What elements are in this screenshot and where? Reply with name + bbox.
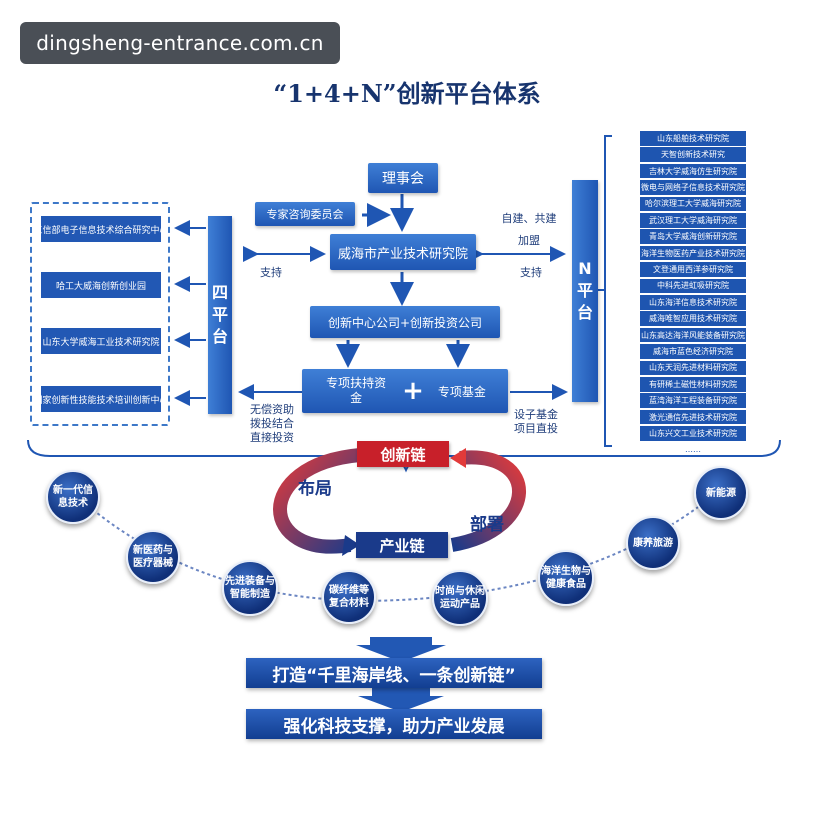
industry-node-marine: 海洋生物与健康食品 <box>538 550 594 606</box>
industry-node-text: 新能源 <box>706 487 736 499</box>
left-platform-panel: 工信部电子信息技术综合研究中心 哈工大威海创新创业园 山东大学威海工业技术研究院… <box>30 202 170 426</box>
industry-node-it: 新一代信息技术 <box>46 470 100 524</box>
industry-node-text: 康养旅游 <box>633 537 673 549</box>
swoop-layout <box>273 448 361 554</box>
industry-node-text: 复合材料 <box>329 598 369 609</box>
layout-label: 布局 <box>298 478 332 499</box>
right-platform-item: 山东船舶技术研究院 <box>640 131 746 146</box>
banner-coastline: 打造“千里海岸线、一条创新链” <box>246 658 542 688</box>
down-arrow-1 <box>356 637 446 662</box>
deploy-label: 部署 <box>470 514 504 535</box>
left-platform-item: 工信部电子信息技术综合研究中心 <box>41 216 161 242</box>
industry-node-medicine: 新医药与医疗器械 <box>126 530 180 584</box>
label-fund-line: 设子基金 <box>514 408 558 421</box>
industry-node-text: 海洋生物与 <box>541 566 591 577</box>
expert-committee-box: 专家咨询委员会 <box>255 202 355 226</box>
left-platform-item: 山东大学威海工业技术研究院 <box>41 328 161 354</box>
label-support-right: 支持 <box>520 266 542 279</box>
industry-node-text: 新一代信 <box>53 485 93 496</box>
industry-node-fashion: 时尚与休闲运动产品 <box>432 570 488 626</box>
bottom-brace <box>27 439 781 473</box>
four-platform-char: 四 <box>211 283 228 302</box>
right-platform-item: 激光通信先进技术研究院 <box>640 409 746 425</box>
industry-chain-tag: 产业链 <box>356 532 448 558</box>
industry-node-text: 时尚与休闲 <box>435 586 485 597</box>
industry-node-text: 医疗器械 <box>133 558 173 569</box>
n-platform-bar: N 平 台 <box>572 180 598 402</box>
label-fund: 设子基金 项目直投 <box>514 408 558 436</box>
industry-node-text: 息技术 <box>58 498 88 509</box>
n-platform-char: N <box>578 259 592 278</box>
four-platform-char: 平 <box>211 305 228 324</box>
companies-box: 创新中心公司+创新投资公司 <box>310 306 500 338</box>
four-platform-bar: 四 平 台 <box>208 216 232 414</box>
innovation-chain-tag: 创新链 <box>357 441 449 467</box>
right-platform-item: 海洋生物医药产业技术研究院 <box>640 245 746 261</box>
watermark: dingsheng-entrance.com.cn <box>20 22 340 64</box>
label-support-left: 支持 <box>260 266 282 279</box>
industry-node-carbon: 碳纤维等复合材料 <box>322 570 376 624</box>
special-fund-box: 专项扶持资金 + 专项基金 <box>302 369 508 413</box>
down-arrow-2 <box>358 688 444 712</box>
special-fund-b-label: 专项基金 <box>437 384 486 399</box>
institute-box: 威海市产业技术研究院 <box>330 234 476 270</box>
council-box: 理事会 <box>368 163 438 193</box>
label-gratis-line: 拨投结合 <box>250 417 294 430</box>
label-gratis-line: 直接投资 <box>250 431 294 444</box>
right-platform-item: 青岛大学威海创新研究院 <box>640 229 746 244</box>
right-platform-item: …… <box>685 445 701 455</box>
right-platform-item: 哈尔滨理工大学威海研究院 <box>640 196 746 212</box>
right-platform-item: 山东兴文工业技术研究院 <box>640 426 746 441</box>
industry-node-equipment: 先进装备与智能制造 <box>222 560 278 616</box>
industry-node-energy: 新能源 <box>694 466 748 520</box>
right-platform-item: 吉林大学威海仿生研究院 <box>640 163 746 179</box>
left-platform-item: 哈工大威海创新创业园 <box>41 272 161 298</box>
label-self-build: 自建、共建 加盟 <box>498 208 560 252</box>
banner-support: 强化科技支撑，助力产业发展 <box>246 709 542 739</box>
industry-node-tourism: 康养旅游 <box>626 516 680 570</box>
right-platform-item: 蓝湾海洋工程装备研究院 <box>640 393 746 408</box>
label-self-build-line: 加盟 <box>518 234 540 247</box>
industry-node-text: 碳纤维等 <box>329 585 369 596</box>
label-gratis: 无偿资助 拨投结合 直接投资 <box>250 403 294 445</box>
label-self-build-line: 自建、共建 <box>501 212 557 225</box>
industry-node-text: 新医药与 <box>133 545 173 556</box>
plus-sign: + <box>402 376 424 406</box>
diagram-title: “1+4+N”创新平台体系 <box>273 79 541 108</box>
industry-node-text: 先进装备与 <box>225 576 275 587</box>
right-platform-item: 微电与网络子信息技术研究院 <box>640 180 746 195</box>
special-fund-a-label: 专项扶持资金 <box>326 376 387 405</box>
right-platform-item: 威海市蓝色经济研究院 <box>640 344 746 359</box>
label-fund-line: 项目直投 <box>514 422 558 435</box>
right-platform-item: 山东海洋信息技术研究院 <box>640 295 746 310</box>
right-platform-item: 威海唯智应用技术研究院 <box>640 311 746 326</box>
n-platform-char: 平 <box>576 281 593 300</box>
right-platform-item: 中科先进虹吸研究院 <box>640 278 746 294</box>
n-platform-char: 台 <box>576 303 593 322</box>
industry-node-text: 运动产品 <box>440 599 480 610</box>
right-platform-item: 山东天润先进材料研究院 <box>640 360 746 376</box>
right-platform-item: 文登通用西洋参研究院 <box>640 262 746 277</box>
industry-node-text: 智能制造 <box>230 589 270 600</box>
right-platform-item: 山东高达海洋风能装备研究院 <box>640 327 746 343</box>
right-platform-panel: 山东船舶技术研究院天智创新技术研究吉林大学威海仿生研究院微电与网络子信息技术研究… <box>614 131 749 454</box>
industry-node-text: 健康食品 <box>546 579 586 590</box>
label-gratis-line: 无偿资助 <box>250 403 294 416</box>
right-platform-item: 武汉理工大学威海研究院 <box>640 213 746 228</box>
four-platform-char: 台 <box>211 327 228 346</box>
swoop-deploy <box>450 450 526 552</box>
left-platform-item: 国家创新性技能技术培训创新中心 <box>41 386 161 412</box>
right-platform-item: 天智创新技术研究 <box>640 147 746 162</box>
right-platform-item: 有研稀土磁性材料研究院 <box>640 377 746 392</box>
bracket-right <box>604 135 612 447</box>
